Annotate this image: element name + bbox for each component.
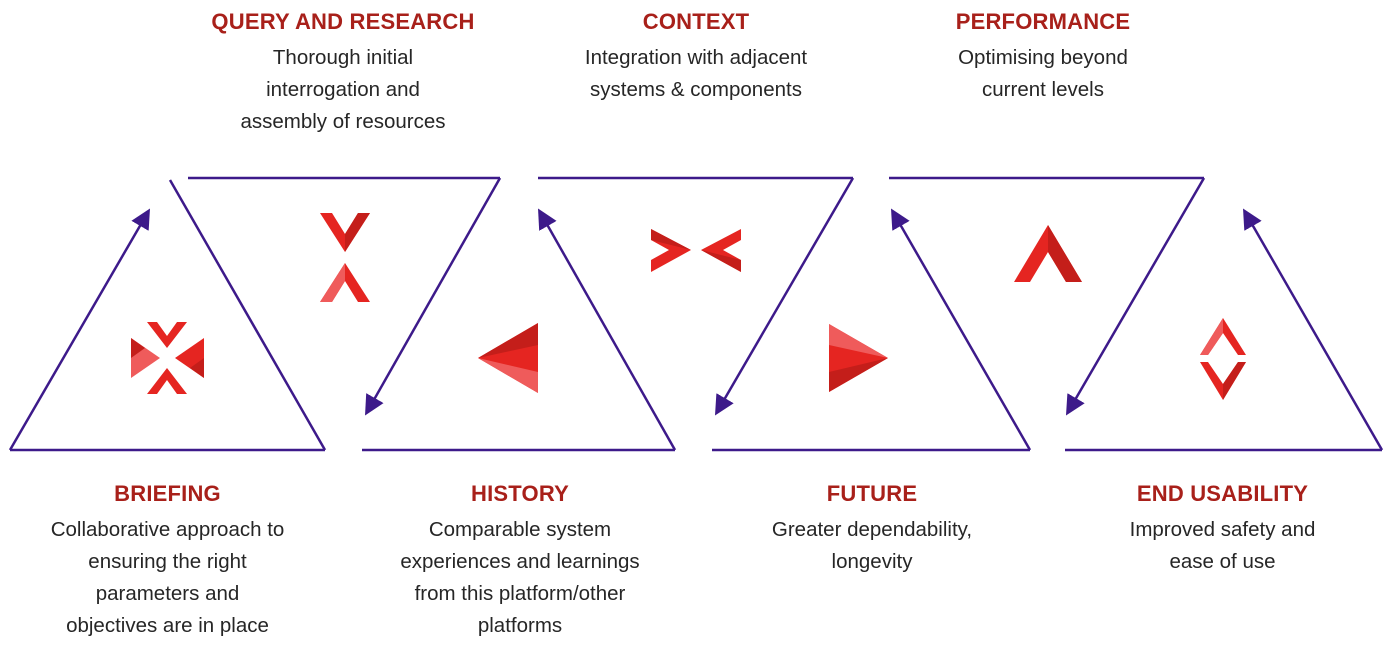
stage-history: HISTORY Comparable system experiences an… bbox=[345, 480, 695, 642]
stage-title: CONTEXT bbox=[642, 9, 750, 34]
stage-context: CONTEXT Integration with adjacent system… bbox=[516, 8, 876, 106]
stage-briefing: BRIEFING Collaborative approach to ensur… bbox=[0, 480, 335, 642]
stage-description: Comparable system experiences and learni… bbox=[400, 518, 640, 637]
bowtie-chevrons-icon bbox=[651, 229, 741, 272]
chevron-up-icon bbox=[1014, 225, 1082, 282]
stage-title: BRIEFING bbox=[114, 481, 221, 506]
stage-description: Improved safety and ease of use bbox=[1129, 518, 1316, 573]
stage-title: FUTURE bbox=[826, 481, 918, 506]
stage-title: QUERY AND RESEARCH bbox=[211, 9, 475, 34]
asterisk-chevrons-icon bbox=[131, 322, 204, 394]
stage-triangle-briefing bbox=[8, 179, 327, 452]
stage-description: Greater dependability, longevity bbox=[771, 518, 973, 573]
diamond-chevrons-icon bbox=[1200, 318, 1246, 400]
stage-performance: PERFORMANCE Optimising beyond current le… bbox=[863, 8, 1223, 106]
hourglass-chevrons-icon bbox=[320, 213, 370, 302]
stage-future: FUTURE Greater dependability, longevity bbox=[697, 480, 1047, 578]
stage-description: Collaborative approach to ensuring the r… bbox=[50, 518, 285, 637]
stage-triangle-end-usability bbox=[1065, 208, 1384, 452]
stage-title: PERFORMANCE bbox=[955, 9, 1131, 34]
stage-triangle-future bbox=[712, 208, 1032, 452]
stage-title: END USABILITY bbox=[1136, 481, 1309, 506]
stage-query-and-research: QUERY AND RESEARCH Thorough initial inte… bbox=[163, 8, 523, 138]
stage-end-usability: END USABILITY Improved safety and ease o… bbox=[1050, 480, 1389, 578]
stage-description: Optimising beyond current levels bbox=[958, 46, 1128, 101]
stage-triangle-performance bbox=[889, 176, 1206, 416]
stage-description: Integration with adjacent systems & comp… bbox=[584, 46, 808, 101]
chevron-left-icon bbox=[478, 323, 538, 393]
chevron-right-icon bbox=[829, 324, 888, 392]
stage-triangle-history bbox=[362, 208, 677, 452]
stage-triangle-query-and-research bbox=[188, 176, 502, 416]
stage-triangle-context bbox=[538, 176, 855, 416]
stage-title: HISTORY bbox=[471, 481, 569, 506]
stage-description: Thorough initial interrogation and assem… bbox=[240, 46, 446, 133]
